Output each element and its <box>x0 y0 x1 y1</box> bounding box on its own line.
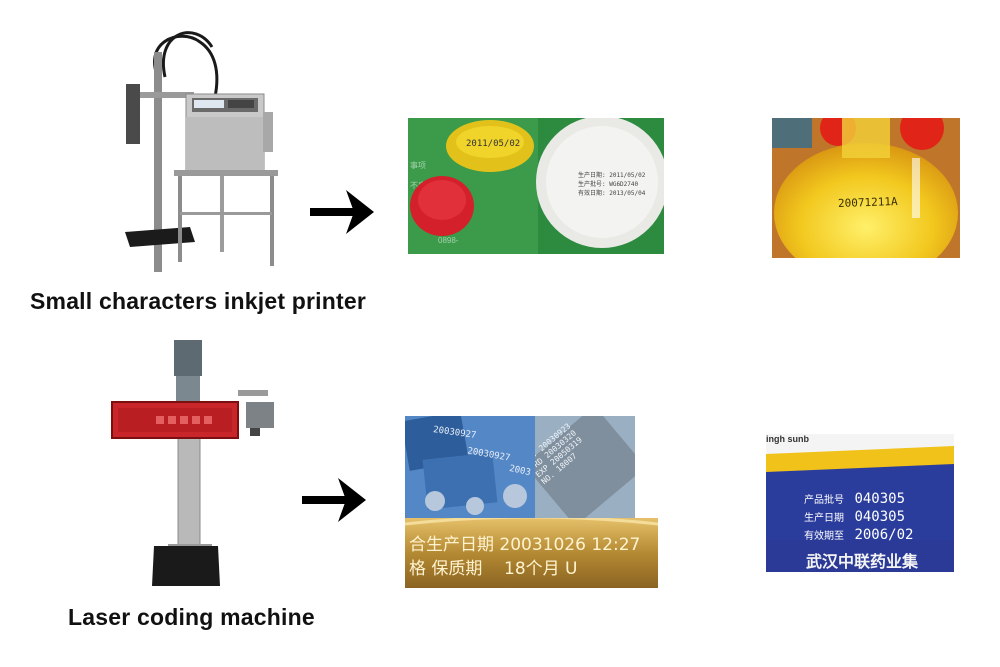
package-code-value: 040305 <box>854 491 906 507</box>
lid-code-line: 格 保质期 18个月 U <box>409 559 578 579</box>
arrow-right-icon <box>300 476 368 524</box>
inkjet-printer-image <box>120 22 285 277</box>
package-code-row: 有效期至 2006/02 <box>804 526 913 544</box>
svg-text:事项: 事项 <box>410 160 426 170</box>
package-code-row: 生产日期 040305 <box>804 508 905 526</box>
laser-machine-image <box>110 336 280 588</box>
svg-text:2011/05/02: 2011/05/02 <box>466 139 520 149</box>
inkjet-printer-caption: Small characters inkjet printer <box>30 288 367 314</box>
package-code-value: 040305 <box>854 509 906 525</box>
svg-text:不良: 不良 <box>410 180 426 190</box>
laser-machine-caption: Laser coding machine <box>68 604 315 630</box>
package-code-label: 产品批号 <box>804 495 844 506</box>
bottle-code-text: 20071211A <box>837 194 898 211</box>
package-code-row: 产品批号 040305 <box>804 490 905 508</box>
package-code-label: 有效期至 <box>804 531 844 542</box>
laser-sample-plate-image: LOT 20030923 PRD 20030320 EXP 20050319 N… <box>535 416 635 518</box>
lid-code-line: 生产日期: 2011/05/02 <box>578 172 646 179</box>
laser-sample-lid-image: 合生产日期 20031026 12:27 格 保质期 18个月 U <box>405 518 658 588</box>
svg-text:0898-: 0898- <box>438 236 459 245</box>
package-header-text: ingh sunb <box>766 434 809 444</box>
package-brand-text: 武汉中联药业集 <box>806 554 919 571</box>
lid-code-line: 有效日期: 2013/05/04 <box>578 190 646 197</box>
package-code-value: 2006/02 <box>854 527 914 543</box>
arrow-right-icon <box>308 188 376 236</box>
inkjet-sample-bottle-image: 20071211A <box>772 118 960 258</box>
laser-sample-chips-image: 20030927 20030927 2003 <box>405 416 535 518</box>
lid-code-line: 生产批号: WG6D2740 <box>578 181 639 188</box>
lid-code-line: 合生产日期 20031026 12:27 <box>409 535 641 555</box>
package-code-label: 生产日期 <box>804 513 844 524</box>
laser-sample-package-image: ingh sunb 产品批号 040305 生产日期 040305 有效期至 2… <box>766 434 954 572</box>
